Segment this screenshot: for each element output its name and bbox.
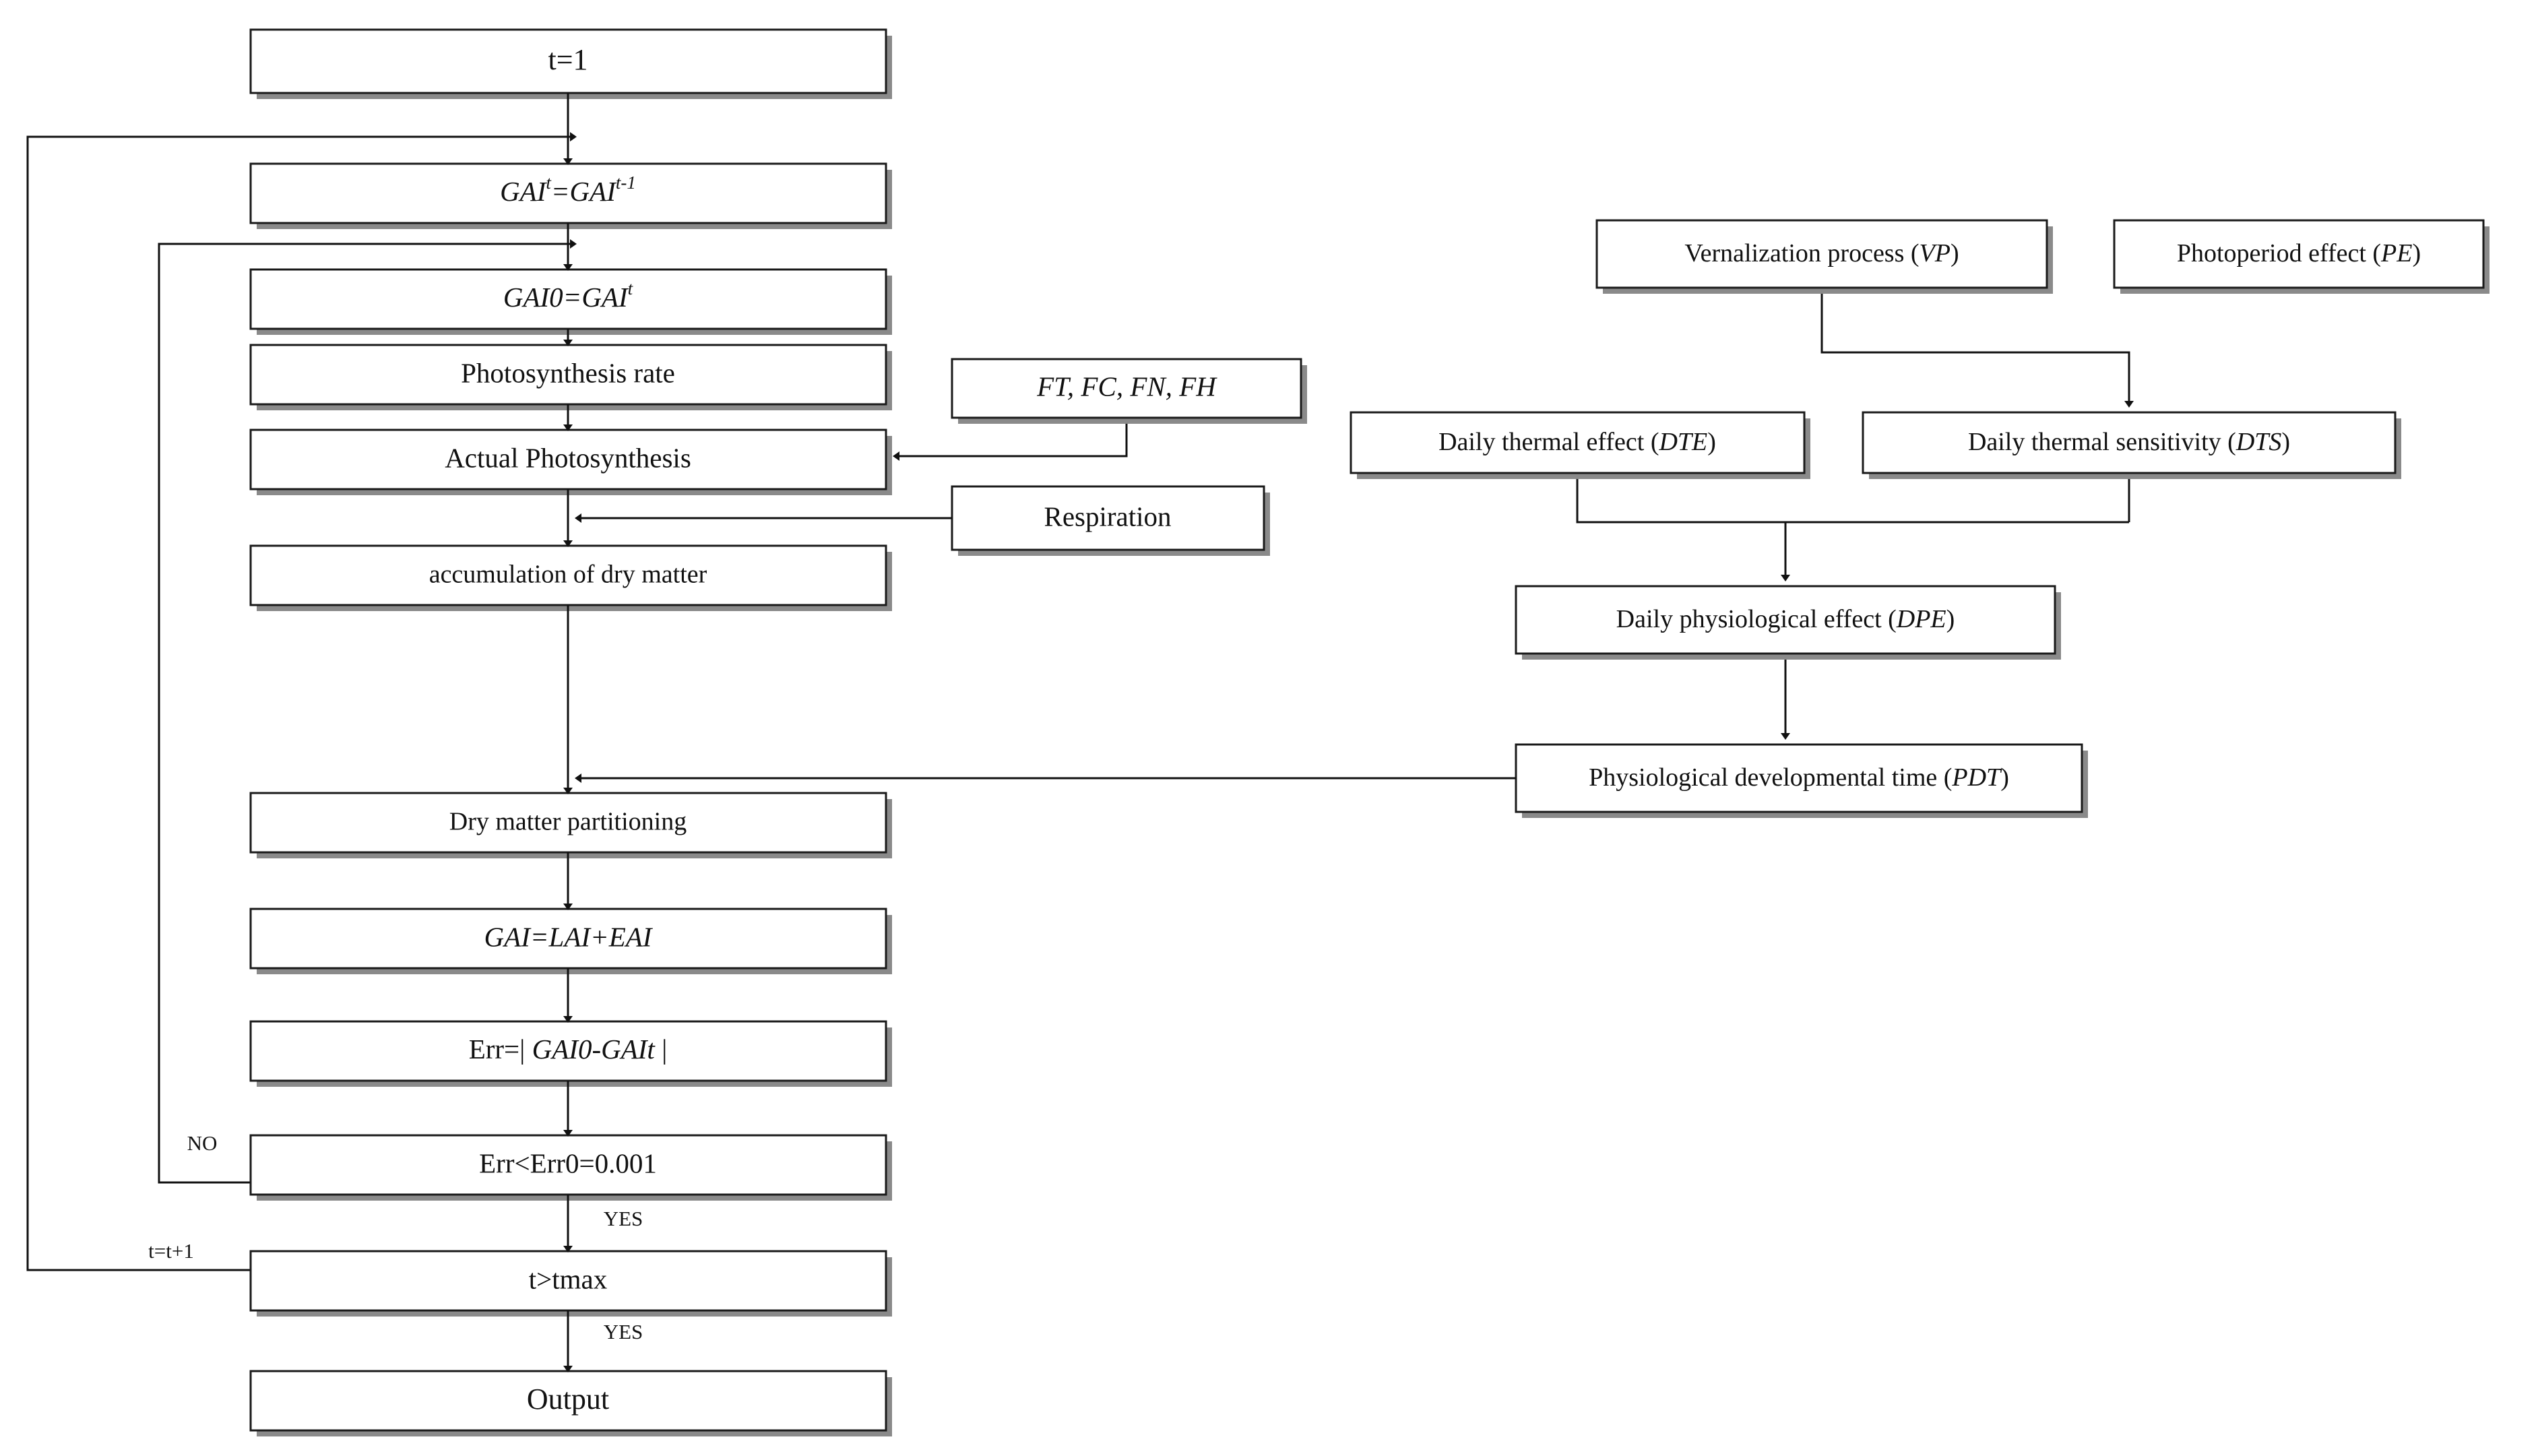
node-daily-thermal-sensitivity[interactable]: Daily thermal sensitivity (DTS) xyxy=(1862,411,2401,479)
node-dry-matter-partitioning[interactable]: Dry matter partitioning xyxy=(249,792,892,858)
node-actual-photosynthesis-label: Actual Photosynthesis xyxy=(445,442,691,473)
node-vernalization-process-label: Vernalization process (VP) xyxy=(1684,239,1959,267)
edge-label-yes-err: YES xyxy=(604,1207,643,1230)
node-factors-label: FT, FC, FN, FH xyxy=(1036,371,1217,402)
node-daily-thermal-sensitivity-label: Daily thermal sensitivity (DTS) xyxy=(1968,428,2290,456)
node-daily-thermal-effect-label: Daily thermal effect (DTE) xyxy=(1438,428,1716,456)
node-respiration-label: Respiration xyxy=(1044,501,1171,532)
node-gai-t[interactable]: GAIt=GAIt-1 xyxy=(249,162,892,229)
node-photosynthesis-rate-label: Photosynthesis rate xyxy=(461,357,675,388)
node-daily-physiological-effect-label: Daily physiological effect (DPE) xyxy=(1616,605,1955,633)
node-daily-thermal-effect[interactable]: Daily thermal effect (DTE) xyxy=(1350,411,1810,479)
node-gai-lai-eai-label: GAI=LAI+EAI xyxy=(484,921,654,952)
node-accumulation-dry-matter[interactable]: accumulation of dry matter xyxy=(249,544,892,611)
node-t1-label: t=1 xyxy=(548,43,588,76)
connector-dte-dts-to-dpe xyxy=(1576,479,2130,581)
node-err-threshold-test-label: Err<Err0=0.001 xyxy=(479,1147,657,1178)
node-time-test[interactable]: t>tmax xyxy=(249,1250,892,1317)
node-physiological-developmental-time[interactable]: Physiological developmental time (PDT) xyxy=(1515,743,2088,818)
node-daily-physiological-effect[interactable]: Daily physiological effect (DPE) xyxy=(1515,585,2061,660)
node-actual-photosynthesis[interactable]: Actual Photosynthesis xyxy=(249,429,892,495)
edge-label-t-increment: t=t+1 xyxy=(148,1239,194,1263)
node-err-calculation-label: Err=| GAI0-GAIt | xyxy=(469,1034,668,1065)
edge-label-no: NO xyxy=(187,1131,218,1155)
node-physiological-developmental-time-label: Physiological developmental time (PDT) xyxy=(1589,763,2009,792)
connector-vp-pe-to-dts xyxy=(1820,294,2134,408)
node-photoperiod-effect[interactable]: Photoperiod effect (PE) xyxy=(2113,219,2490,294)
edge-label-yes-time: YES xyxy=(604,1320,643,1343)
node-dry-matter-partitioning-label: Dry matter partitioning xyxy=(449,808,687,836)
node-output[interactable]: Output xyxy=(249,1370,892,1436)
loopback-no xyxy=(158,239,577,1184)
loopback-t-increment xyxy=(26,132,577,1271)
node-gai0-label: GAI0=GAIt xyxy=(503,278,634,313)
node-photoperiod-effect-label: Photoperiod effect (PE) xyxy=(2177,239,2421,267)
node-respiration[interactable]: Respiration xyxy=(951,485,1270,556)
node-time-test-label: t>tmax xyxy=(529,1263,608,1294)
node-factors[interactable]: FT, FC, FN, FH xyxy=(951,358,1307,424)
node-accumulation-dry-matter-label: accumulation of dry matter xyxy=(429,561,707,589)
node-output-label: Output xyxy=(527,1383,609,1416)
node-vernalization-process[interactable]: Vernalization process (VP) xyxy=(1595,219,2053,294)
connector-factors-to-photosynthesis-rate xyxy=(893,424,1128,461)
node-err-threshold-test[interactable]: Err<Err0=0.001 xyxy=(249,1134,892,1201)
node-t1[interactable]: t=1 xyxy=(249,28,892,99)
node-photosynthesis-rate[interactable]: Photosynthesis rate xyxy=(249,344,892,410)
node-gai0[interactable]: GAI0=GAIt xyxy=(249,268,892,335)
node-gai-lai-eai[interactable]: GAI=LAI+EAI xyxy=(249,908,892,974)
node-err-calculation[interactable]: Err=| GAI0-GAIt | xyxy=(249,1020,892,1087)
node-gai-t-label: GAIt=GAIt-1 xyxy=(500,172,636,207)
